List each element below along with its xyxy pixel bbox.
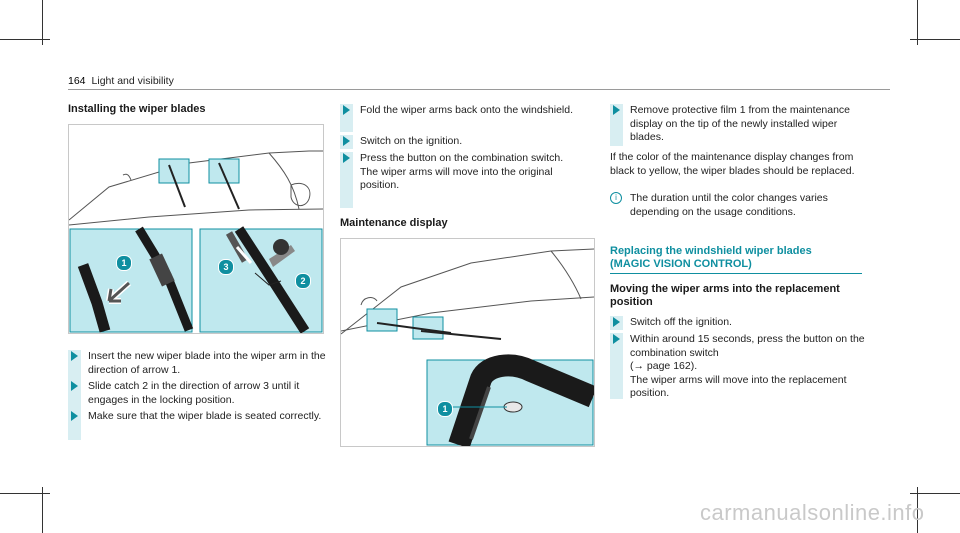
right-paragraph: If the color of the maintenance display …	[610, 151, 855, 177]
callout-1: 1	[116, 255, 132, 271]
crop-mark	[917, 487, 918, 533]
right-step-1: Remove protective film 1 from the mainte…	[610, 104, 865, 146]
page-header: 164 Light and visibility	[68, 75, 174, 87]
left-step-2-text: Slide catch 2 in the direction of arrow …	[88, 380, 300, 406]
section-heading-line-1: Replacing the windshield wiper blades	[610, 245, 812, 257]
right-step-2-text: Switch off the ignition.	[630, 316, 732, 328]
mid-step-3-text: Press the button on the combination swit…	[360, 152, 564, 191]
crop-mark	[42, 0, 43, 45]
section-rule	[610, 273, 862, 274]
crop-mark	[42, 487, 43, 533]
mid-step-2-text: Switch on the ignition.	[360, 135, 463, 147]
mid-step-1-text: Fold the wiper arms back onto the windsh…	[360, 104, 574, 116]
right-step-2: Switch off the ignition.	[610, 316, 865, 330]
left-step-1: Insert the new wiper blade into the wipe…	[68, 350, 328, 388]
section-heading-line-2: (MAGIC VISION CONTROL)	[610, 258, 752, 270]
watermark: carmanualsonline.info	[700, 500, 925, 525]
right-step-3: Within around 15 seconds, press the butt…	[610, 333, 865, 399]
left-step-1-text: Insert the new wiper blade into the wipe…	[88, 350, 326, 376]
right-step-1-text: Remove protective film 1 from the mainte…	[630, 104, 851, 143]
crop-mark	[0, 39, 50, 40]
sub-heading-line-1: Moving the wiper arms into the replaceme…	[610, 283, 840, 295]
mid-step-2: Switch on the ignition.	[340, 135, 585, 149]
page-number: 164	[68, 75, 86, 87]
callout-3: 3	[218, 259, 234, 275]
crop-mark	[917, 0, 918, 45]
sub-heading-line-2: position	[610, 296, 653, 308]
crop-mark	[910, 39, 960, 40]
wiper-install-illustration	[69, 150, 323, 333]
callout-2: 2	[295, 273, 311, 289]
left-step-3-text: Make sure that the wiper blade is seated…	[88, 410, 322, 422]
left-step-2: Slide catch 2 in the direction of arrow …	[68, 380, 328, 410]
section-title: Light and visibility	[91, 75, 174, 87]
maintenance-illustration	[341, 248, 594, 446]
left-step-3: Make sure that the wiper blade is seated…	[68, 410, 328, 440]
crop-mark	[0, 493, 50, 494]
header-rule	[68, 89, 890, 90]
right-step-3-text: Within around 15 seconds, press the butt…	[630, 333, 865, 399]
info-icon: i	[610, 192, 622, 204]
mid-step-1: Fold the wiper arms back onto the windsh…	[340, 104, 585, 132]
note-text: The duration until the color changes var…	[630, 192, 828, 218]
maintenance-heading: Maintenance display	[340, 217, 448, 229]
crop-mark	[910, 493, 960, 494]
mid-step-3: Press the button on the combination swit…	[340, 152, 585, 208]
maint-callout-1: 1	[437, 401, 453, 417]
maintenance-figure: 1	[340, 238, 595, 447]
wiper-install-figure: 1 2 3	[68, 124, 324, 334]
left-heading: Installing the wiper blades	[68, 103, 206, 115]
